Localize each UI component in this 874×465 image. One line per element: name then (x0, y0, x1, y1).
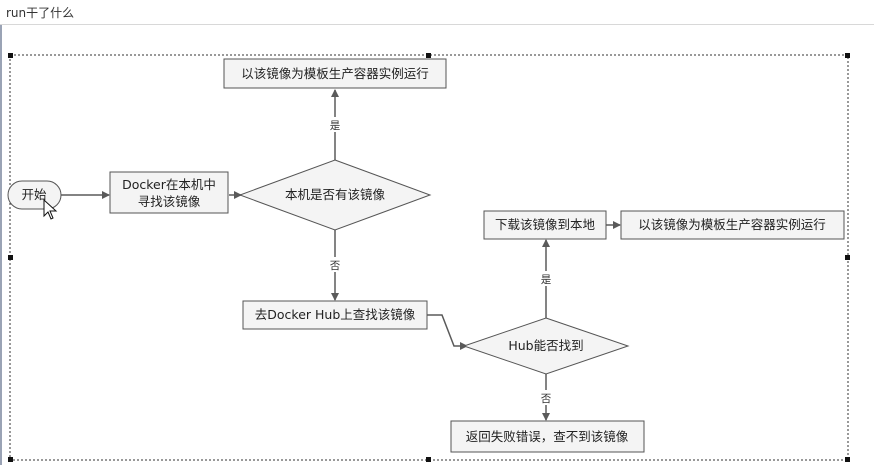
yes-label-hub: 是 (541, 274, 552, 286)
search-hub-label: 去Docker Hub上查找该镜像 (255, 307, 416, 322)
hub-found-decision[interactable]: Hub能否找到 (462, 317, 630, 375)
start-label: 开始 (21, 187, 47, 202)
no-label-hub: 否 (541, 393, 552, 405)
document-title: run干了什么 (6, 6, 75, 20)
has-image-label: 本机是否有该镜像 (285, 187, 386, 202)
run-downloaded-node[interactable]: 以该镜像为模板生产容器实例运行 (620, 210, 845, 240)
run-downloaded-label: 以该镜像为模板生产容器实例运行 (638, 217, 826, 232)
run-local-node[interactable]: 以该镜像为模板生产容器实例运行 (223, 58, 447, 89)
download-node[interactable]: 下载该镜像到本地 (483, 210, 607, 240)
selection-frame[interactable] (9, 54, 849, 461)
arrow-search-hub-to-hub-decision (427, 314, 468, 350)
branch-labels: 是 否 是 否 (327, 117, 554, 405)
hub-found-label: Hub能否找到 (508, 338, 583, 353)
fail-node[interactable]: 返回失败错误，查不到该镜像 (450, 420, 645, 453)
run-local-label: 以该镜像为模板生产容器实例运行 (241, 66, 429, 81)
left-edge-bar (0, 25, 2, 465)
search-local-line1: Docker在本机中 (122, 177, 216, 192)
download-label: 下载该镜像到本地 (495, 217, 596, 232)
document-title-bar: run干了什么 (0, 0, 874, 25)
no-label-top: 否 (330, 260, 341, 272)
has-image-decision[interactable]: 本机是否有该镜像 (238, 159, 432, 231)
selection-handles[interactable] (8, 53, 850, 462)
mouse-pointer-icon (43, 198, 58, 220)
yes-label-top: 是 (330, 120, 341, 132)
search-local-line2: 寻找该镜像 (138, 194, 201, 209)
search-local-node[interactable]: Docker在本机中 寻找该镜像 (109, 171, 229, 214)
fail-label: 返回失败错误，查不到该镜像 (466, 429, 629, 444)
search-hub-node[interactable]: 去Docker Hub上查找该镜像 (242, 300, 428, 330)
start-node[interactable]: 开始 (7, 180, 62, 210)
